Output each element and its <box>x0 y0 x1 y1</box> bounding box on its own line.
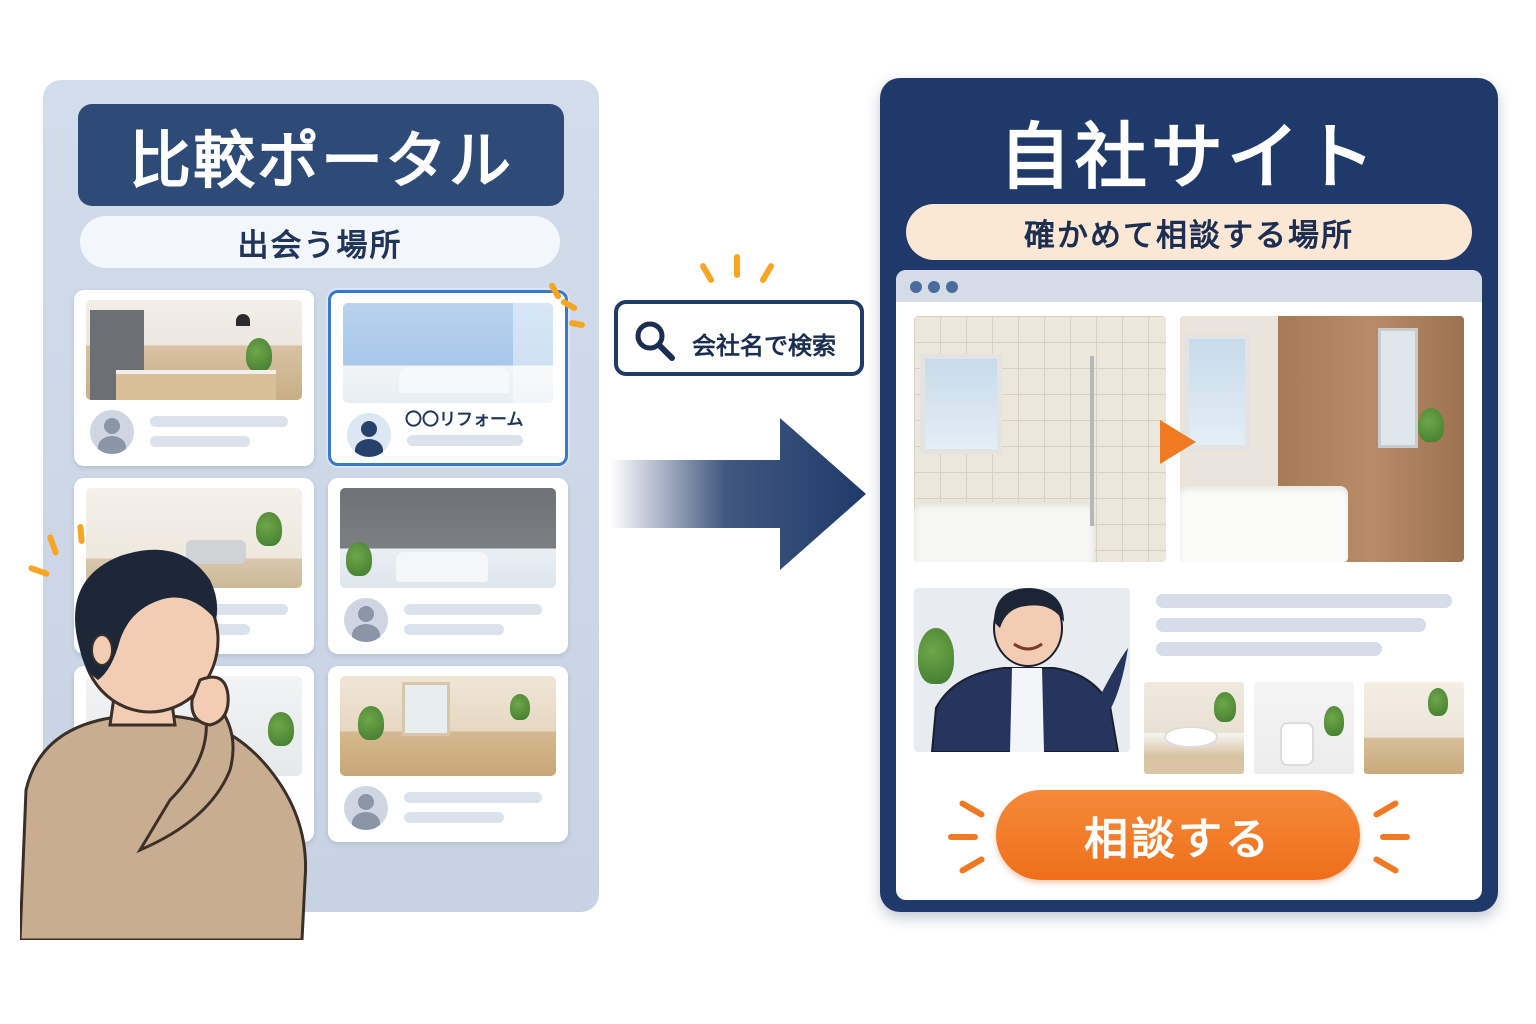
own-site-title: 自社サイト <box>998 114 1379 199</box>
listing-photo-kitchen <box>86 300 302 400</box>
text-placeholder <box>150 436 250 447</box>
thinking-customer-illustration <box>20 524 308 940</box>
cta-burst <box>948 834 978 840</box>
before-bathroom-photo <box>914 316 1166 562</box>
gallery-photo-toilet <box>1254 682 1354 774</box>
browser-toolbar <box>896 270 1482 302</box>
text-placeholder <box>150 604 288 615</box>
attention-burst <box>734 254 740 278</box>
text-placeholder <box>404 624 504 635</box>
text-placeholder <box>404 604 542 615</box>
listing-photo-living <box>86 488 302 588</box>
listing-photo-bathroom <box>340 488 556 588</box>
text-placeholder <box>1156 594 1452 608</box>
browser-dot-icon <box>946 281 958 293</box>
listing-card[interactable] <box>328 666 568 842</box>
avatar-icon <box>347 413 391 457</box>
listing-card[interactable] <box>328 478 568 654</box>
staff-illustration <box>930 588 1128 752</box>
avatar-icon <box>344 786 388 830</box>
search-label: 会社名で検索 <box>692 332 836 360</box>
listing-card[interactable] <box>74 290 314 466</box>
text-placeholder <box>407 435 523 446</box>
text-placeholder <box>1156 618 1426 632</box>
consult-button[interactable]: 相談する <box>996 790 1360 880</box>
browser-dot-icon <box>910 281 922 293</box>
after-bathroom-photo <box>1180 316 1464 562</box>
company-name: 〇〇リフォーム <box>405 410 524 430</box>
attention-burst <box>698 261 716 285</box>
listing-photo-bathroom <box>343 303 553 403</box>
gallery-photo-washroom <box>1364 682 1464 774</box>
search-icon <box>635 321 675 361</box>
staff-photo <box>914 588 1130 752</box>
comparison-portal-subtitle: 出会う場所 <box>80 216 560 268</box>
gallery-photo-sink <box>1144 682 1244 774</box>
own-site-subtitle: 確かめて相談する場所 <box>906 204 1472 260</box>
arrow-right-icon <box>610 418 866 570</box>
browser-dot-icon <box>928 281 940 293</box>
text-placeholder <box>150 416 288 427</box>
company-search-box[interactable]: 会社名で検索 <box>614 300 864 376</box>
text-placeholder <box>404 792 542 803</box>
avatar-icon <box>344 598 388 642</box>
text-placeholder <box>404 812 504 823</box>
listing-photo-washroom <box>340 676 556 776</box>
comparison-portal-title: 比較ポータル <box>78 104 564 206</box>
play-arrow-icon <box>1160 420 1196 464</box>
cta-burst <box>1380 834 1410 840</box>
text-placeholder <box>1156 642 1382 656</box>
listing-card-highlighted[interactable]: 〇〇リフォーム <box>328 290 568 466</box>
avatar-icon <box>90 410 134 454</box>
attention-burst <box>758 261 776 285</box>
